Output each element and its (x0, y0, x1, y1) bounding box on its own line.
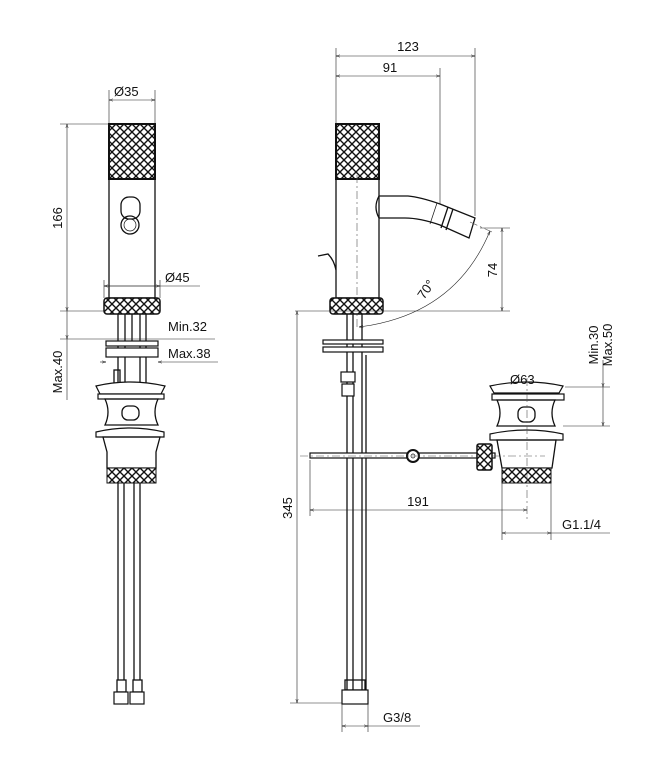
base-ring (103, 297, 161, 315)
knurled-handle (108, 123, 156, 180)
dim-min-30: Min.30 (586, 325, 601, 364)
spout-nozzle-rings (429, 202, 454, 231)
supply-nut (341, 689, 369, 705)
dim-123: 123 (397, 39, 419, 54)
hose-nut (113, 691, 129, 705)
base-ring-side (329, 297, 384, 315)
waste-thread-side (501, 467, 552, 484)
pop-up-rod (309, 452, 496, 459)
dim-max-38: Max.38 (168, 346, 211, 361)
dim-g114: G1.1/4 (562, 517, 601, 532)
dim-g38: G3/8 (383, 710, 411, 725)
lever-knob-end (120, 215, 140, 235)
dim-345: 345 (280, 497, 295, 519)
washer (105, 340, 159, 347)
waste-flange-side (489, 381, 564, 394)
pipe-connector (340, 371, 356, 383)
dim-min-32: Min.32 (168, 319, 207, 334)
lever-knob-end-inner (123, 218, 137, 232)
washer (322, 346, 384, 353)
dim-91: 91 (383, 60, 397, 75)
dim-dia-63: Ø63 (510, 372, 535, 387)
bidet-spout (375, 195, 476, 239)
dim-191: 191 (407, 494, 429, 509)
pipe-connector (341, 383, 355, 397)
angle-arc (359, 231, 490, 327)
dim-height-166: 166 (50, 207, 65, 229)
waste-flange (95, 381, 166, 395)
side-view: 123 91 74 70° 345 G3/8 Ø63 Min.30 Max.50… (280, 39, 615, 732)
supply-hoses (113, 483, 145, 705)
dim-angle-70: 70° (414, 277, 438, 302)
washer (105, 347, 159, 358)
washer (322, 339, 384, 345)
dim-dia-35: Ø35 (114, 84, 139, 99)
hose-nut (129, 691, 145, 705)
side-dimension-lines (290, 48, 610, 732)
pop-up-rod-assembly (300, 443, 545, 471)
rod-nut (476, 443, 493, 471)
pop-up-lever (317, 253, 337, 271)
dim-max-50: Max.50 (600, 324, 615, 367)
mixer-body-side (335, 178, 380, 299)
waste-fitting-side (489, 378, 565, 520)
dim-max-40: Max.40 (50, 351, 65, 394)
front-view: Ø35 166 Ø45 Min.32 Max.38 Max.40 (50, 84, 218, 705)
front-dimension-lines (60, 90, 218, 400)
waste-thread (106, 467, 157, 484)
waste-fitting (95, 381, 166, 484)
dim-74: 74 (485, 263, 500, 277)
dim-dia-45: Ø45 (165, 270, 190, 285)
knurled-handle-side (335, 123, 380, 180)
